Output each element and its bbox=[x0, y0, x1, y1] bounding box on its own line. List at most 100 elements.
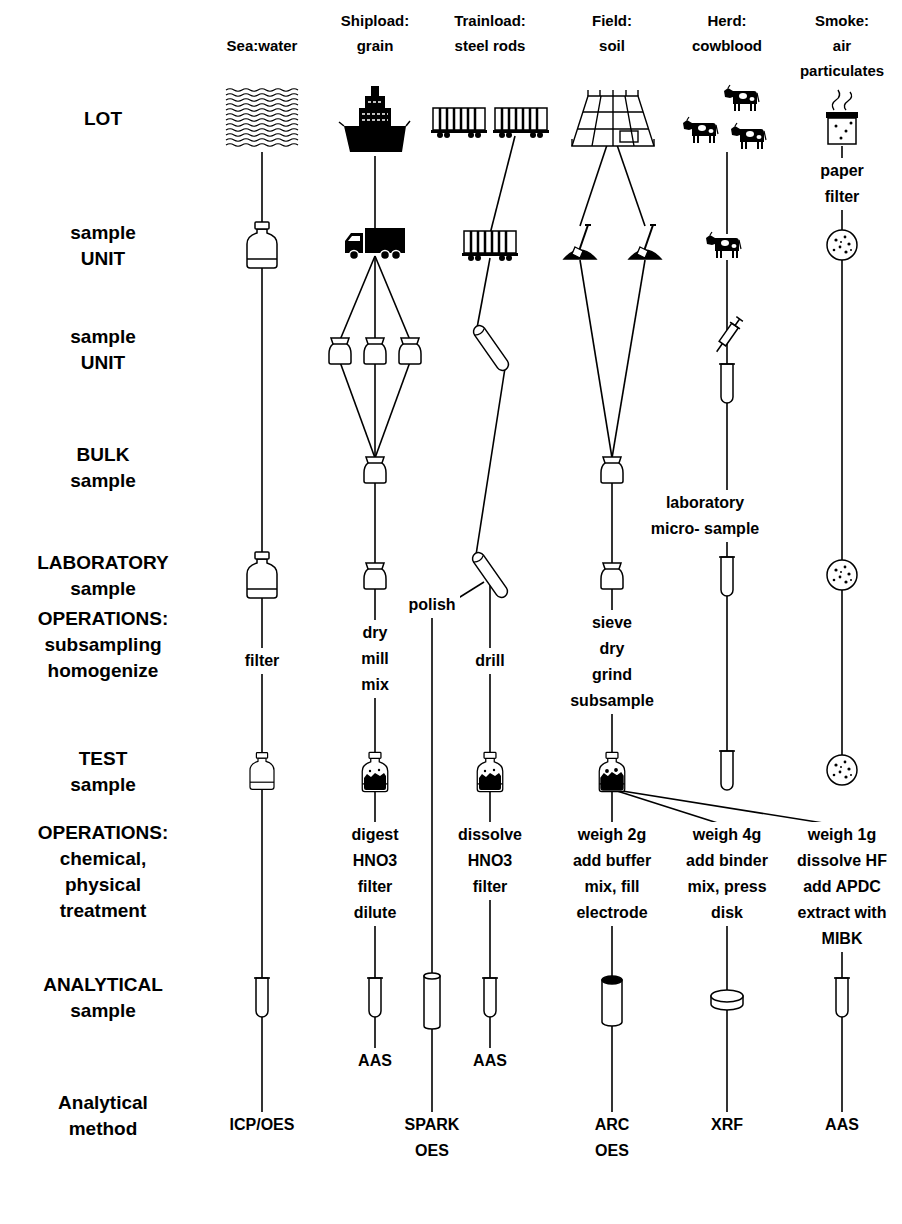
row-label: sample UNIT bbox=[58, 220, 148, 272]
steel-column bbox=[471, 323, 511, 372]
method-label: AAS bbox=[350, 1048, 400, 1074]
sea-column bbox=[226, 104, 298, 107]
soil-column bbox=[578, 96, 648, 146]
operation-label: laboratory micro- sample bbox=[646, 490, 764, 542]
smoke-column bbox=[827, 755, 857, 785]
operation-label: drill bbox=[468, 648, 512, 674]
flow-lines bbox=[616, 142, 645, 226]
steel-column bbox=[431, 108, 487, 138]
flow-lines bbox=[375, 256, 410, 340]
grain-column bbox=[399, 338, 421, 364]
flow-lines bbox=[261, 152, 263, 1114]
grain-column bbox=[329, 338, 351, 364]
method-label: AAS bbox=[817, 1112, 867, 1138]
flow-lines bbox=[374, 362, 376, 458]
row-label: OPERATIONS: subsampling homogenize bbox=[28, 606, 178, 684]
soil-column bbox=[602, 976, 622, 1026]
grain-column bbox=[362, 752, 388, 791]
steel-column bbox=[424, 108, 549, 1029]
sea-column bbox=[226, 129, 298, 132]
flow-lines bbox=[374, 156, 376, 232]
row-label: sample UNIT bbox=[58, 324, 148, 376]
sea-column bbox=[254, 978, 270, 1017]
operation-label: dry mill mix bbox=[355, 620, 395, 698]
cowblood-column bbox=[712, 316, 745, 356]
flow-lines bbox=[614, 790, 727, 826]
grain-column bbox=[364, 338, 386, 364]
row-label: TEST sample bbox=[58, 746, 148, 798]
flow-lines bbox=[375, 362, 410, 458]
operation-label: weigh 4g add binder mix, press disk bbox=[683, 822, 771, 926]
method-label: ICP/OES bbox=[222, 1112, 302, 1138]
smoke-column bbox=[826, 112, 858, 118]
sea-column bbox=[226, 139, 298, 142]
method-label: AAS bbox=[465, 1048, 515, 1074]
flow-lines bbox=[616, 790, 842, 826]
sea-column bbox=[250, 753, 274, 790]
smoke-column bbox=[832, 90, 851, 110]
column-header: Herd: cowblood bbox=[685, 8, 769, 58]
operation-label: dissolve HNO3 filter bbox=[454, 822, 526, 900]
column-header: Trainload: steel rods bbox=[446, 8, 534, 58]
cowblood-column bbox=[719, 751, 735, 790]
steel-column bbox=[493, 108, 549, 138]
cowblood-column bbox=[731, 123, 766, 149]
sea-column bbox=[226, 89, 298, 1017]
flow-lines bbox=[476, 368, 505, 555]
flow-lines bbox=[490, 136, 515, 234]
sea-column bbox=[226, 109, 298, 112]
steel-column bbox=[462, 231, 518, 261]
sea-column bbox=[247, 222, 277, 268]
soil-column bbox=[564, 225, 596, 259]
row-label: LOT bbox=[28, 106, 178, 132]
grain-column bbox=[339, 86, 410, 152]
smoke-column bbox=[845, 130, 848, 133]
soil-column bbox=[572, 90, 654, 146]
grain-column bbox=[364, 563, 386, 589]
operation-label: weigh 1g dissolve HF add APDC extract wi… bbox=[795, 822, 889, 952]
soil-column bbox=[711, 990, 743, 1010]
column-header: Sea:water bbox=[212, 33, 312, 58]
smoke-column bbox=[850, 122, 853, 125]
smoke-column bbox=[835, 125, 838, 128]
flow-lines bbox=[477, 258, 490, 328]
cowblood-column bbox=[706, 232, 741, 258]
sea-column bbox=[226, 94, 298, 97]
column-header: Smoke: air particulates bbox=[797, 8, 887, 83]
soil-column bbox=[620, 131, 638, 142]
soil-column bbox=[834, 978, 850, 1017]
sea-column bbox=[247, 552, 277, 598]
cowblood-column bbox=[683, 85, 766, 790]
soil-column bbox=[629, 225, 661, 259]
sea-column bbox=[226, 119, 298, 122]
soil-column bbox=[601, 457, 623, 483]
sea-column bbox=[226, 99, 298, 102]
flow-lines bbox=[726, 152, 728, 234]
flow-lines bbox=[612, 260, 645, 458]
column-header: Shipload: grain bbox=[335, 8, 415, 58]
operation-label: filter bbox=[237, 648, 287, 674]
soil-column bbox=[601, 563, 623, 589]
steel-column bbox=[482, 978, 498, 1017]
method-label: ARC OES bbox=[584, 1112, 640, 1164]
sea-column bbox=[226, 134, 298, 137]
steel-column bbox=[424, 973, 440, 1029]
flow-lines bbox=[340, 256, 375, 340]
cowblood-column bbox=[719, 557, 735, 596]
operation-label: paper filter bbox=[812, 158, 872, 210]
sea-column bbox=[226, 124, 298, 127]
soil-column bbox=[599, 752, 625, 791]
row-label: ANALYTICAL sample bbox=[28, 972, 178, 1024]
sea-column bbox=[226, 144, 298, 147]
method-label: SPARK OES bbox=[399, 1112, 465, 1164]
flow-lines bbox=[580, 142, 608, 226]
operation-label: digest HNO3 filter dilute bbox=[347, 822, 403, 926]
operation-label: polish bbox=[404, 592, 460, 618]
row-label: Analytical method bbox=[28, 1090, 178, 1142]
sea-column bbox=[226, 114, 298, 117]
operation-label: sieve dry grind subsample bbox=[567, 610, 657, 714]
smoke-column bbox=[828, 118, 856, 144]
flow-lines bbox=[580, 260, 612, 458]
grain-column bbox=[364, 457, 386, 483]
